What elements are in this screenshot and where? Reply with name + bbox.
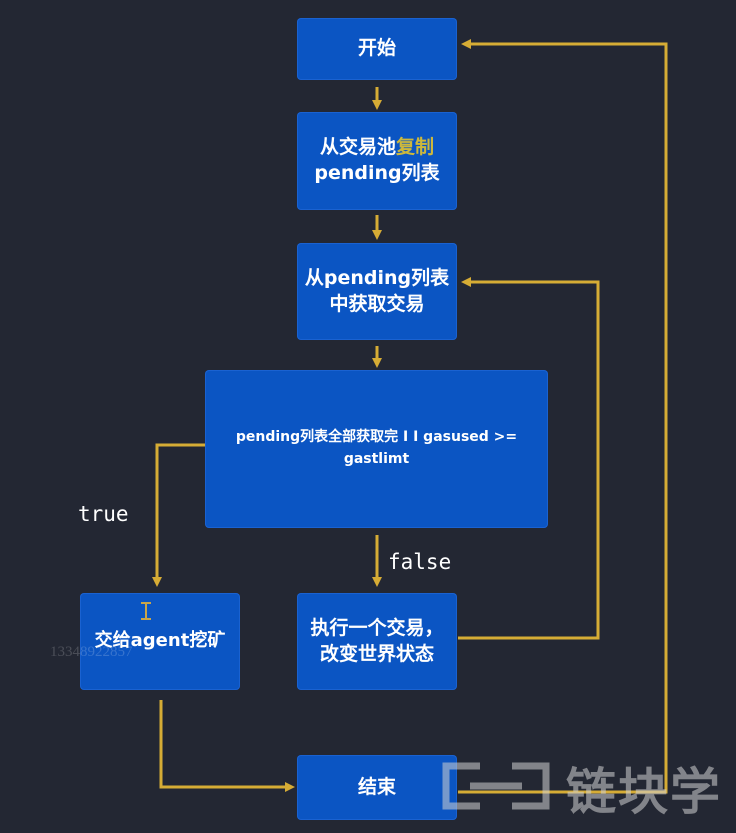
end-label: 结束 xyxy=(357,775,396,798)
mine-node: 交给agent挖矿 xyxy=(80,593,240,690)
start-node: 开始 xyxy=(297,18,457,80)
false-branch-label: false xyxy=(388,550,452,574)
condition-line2: gastlimt xyxy=(343,451,410,467)
execute-transaction-node: 执行一个交易， 改变世界状态 xyxy=(297,593,457,690)
fetch-transaction-line2: 中获取交易 xyxy=(329,292,425,315)
fetch-transaction-node: 从pending列表 中获取交易 xyxy=(297,243,457,340)
arrow-condition-true-to-mine xyxy=(152,443,205,587)
text-cursor-icon xyxy=(141,602,151,620)
fetch-transaction-line1: 从pending列表 xyxy=(304,266,450,289)
phone-watermark: 13348922857 xyxy=(50,644,133,660)
mine-label: 交给agent挖矿 xyxy=(94,630,226,652)
arrow-execute-loop-to-fetch xyxy=(458,277,600,640)
arrow-end-loop-to-start xyxy=(458,39,668,794)
true-branch-label: true xyxy=(78,502,129,526)
copy-pending-node: 从交易池复制 pending列表 xyxy=(297,112,457,210)
copy-pending-line2: pending列表 xyxy=(314,162,440,184)
condition-line1: pending列表全部获取完 I I gasused >= xyxy=(235,429,518,446)
copy-pending-prefix: 从交易池 xyxy=(319,136,396,159)
execute-transaction-line1: 执行一个交易， xyxy=(310,616,444,639)
bracket-logo-icon xyxy=(442,762,550,810)
start-label: 开始 xyxy=(357,37,396,60)
execute-transaction-line2: 改变世界状态 xyxy=(319,642,434,665)
end-node: 结束 xyxy=(297,755,457,820)
arrow-mine-to-end xyxy=(159,700,295,792)
condition-node: pending列表全部获取完 I I gasused >= gastlimt xyxy=(205,370,548,528)
brand-watermark: 链块学 xyxy=(566,763,722,821)
copy-highlight-word: 复制 xyxy=(396,136,435,159)
copy-pending-line1: 从交易池复制 xyxy=(320,135,434,161)
